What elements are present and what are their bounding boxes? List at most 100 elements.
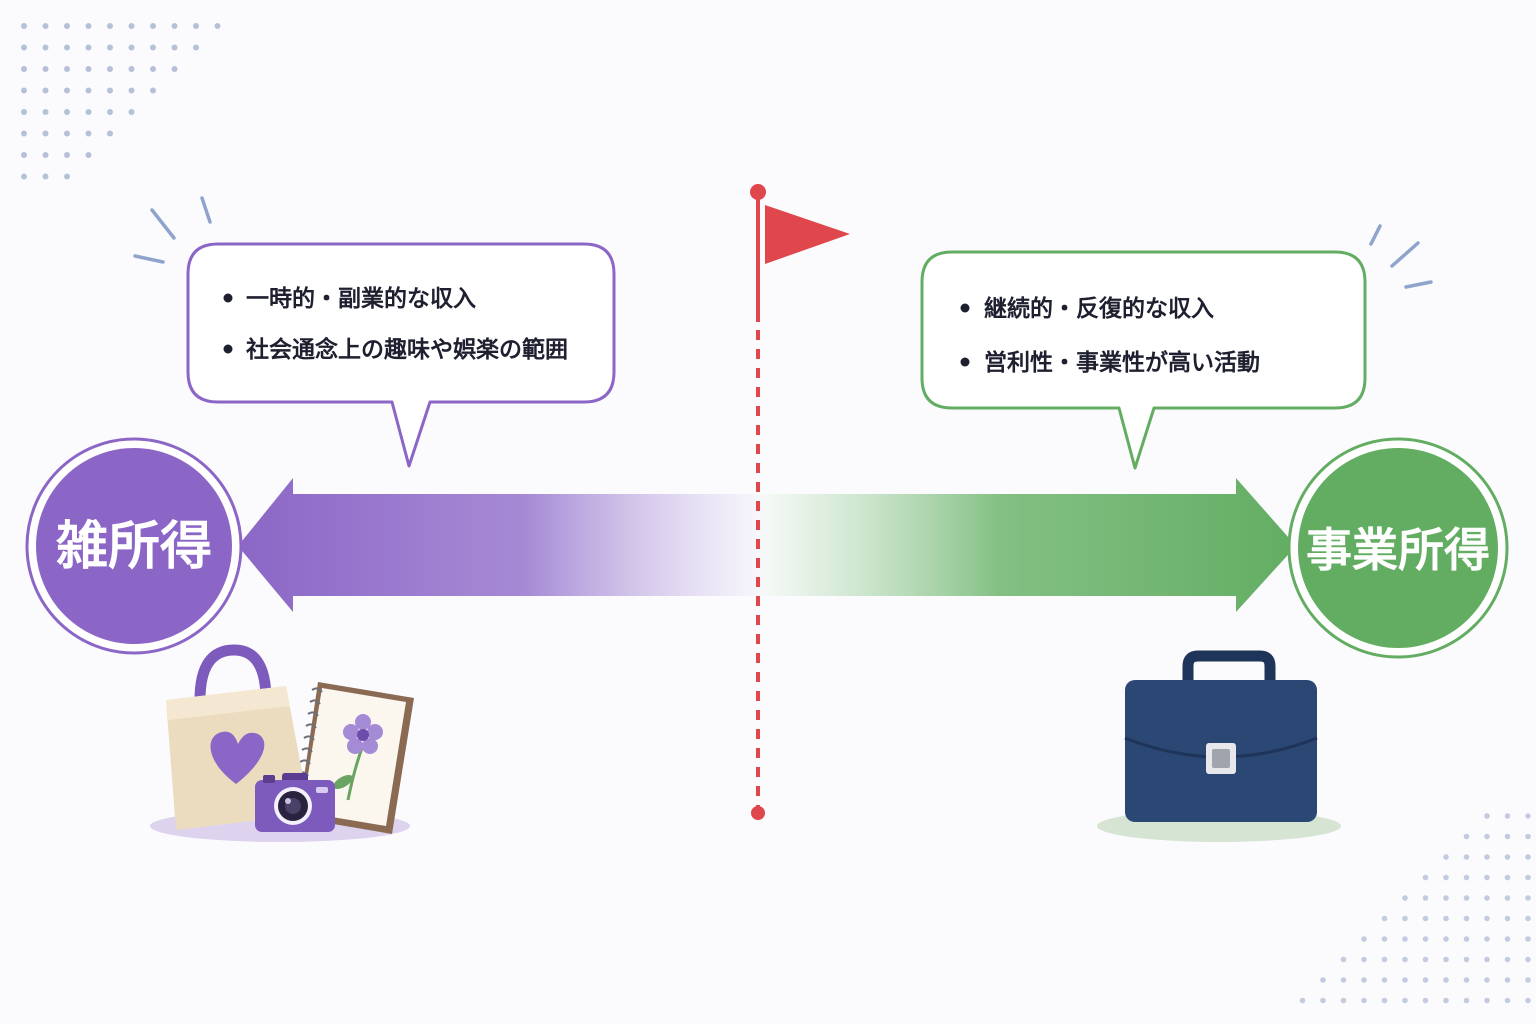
decorative-dot	[85, 130, 92, 137]
jigyou-speech-bubble: 継続的・反復的な収入 営利性・事業性が高い活動	[920, 250, 1367, 470]
decorative-dot	[1504, 997, 1511, 1004]
decorative-dot	[42, 173, 49, 180]
decorative-dot	[107, 130, 113, 137]
decorative-dot	[64, 109, 70, 115]
decorative-dot	[1484, 813, 1490, 819]
decorative-dot	[85, 66, 92, 72]
decorative-dot	[1484, 874, 1490, 881]
decorative-dot	[42, 23, 49, 29]
dot-pattern-top-left	[21, 23, 221, 180]
jigyou-bullet: 継続的・反復的な収入	[984, 295, 1214, 322]
decorative-dot	[1484, 833, 1490, 840]
decorative-dot	[1422, 956, 1429, 963]
decorative-dot	[1422, 874, 1429, 881]
decorative-dot	[21, 66, 27, 72]
decorative-dot	[1361, 977, 1367, 983]
decorative-dot	[1443, 977, 1449, 983]
decorative-dot	[1463, 854, 1470, 860]
decorative-dot	[1402, 956, 1408, 963]
decorative-dot	[1340, 977, 1347, 983]
decorative-dot	[85, 23, 92, 29]
decorative-dot	[128, 87, 135, 94]
decorative-dot	[64, 44, 70, 51]
decorative-dot	[1422, 977, 1429, 983]
emphasis-lines-left	[133, 196, 212, 264]
decorative-dot	[1504, 833, 1511, 840]
hobby-illustration	[150, 644, 414, 842]
decorative-dot	[1320, 997, 1326, 1004]
decorative-dot	[64, 152, 70, 158]
decorative-dot	[21, 87, 27, 94]
decorative-dot	[107, 109, 113, 115]
decorative-dot	[21, 130, 27, 137]
decorative-dot	[193, 44, 199, 51]
decorative-dot	[193, 23, 199, 29]
decorative-dot	[128, 109, 135, 115]
zatsu-bullet: 社会通念上の趣味や娯楽の範囲	[246, 336, 568, 363]
decorative-dot	[1525, 997, 1531, 1004]
decorative-dot	[1320, 977, 1326, 983]
zatsu-speech-bubble: 一時的・副業的な収入 社会通念上の趣味や娯楽の範囲	[186, 242, 616, 468]
decorative-dot	[1443, 915, 1449, 922]
decorative-dot	[1463, 977, 1470, 983]
decorative-dot	[21, 44, 27, 51]
decorative-dot	[1402, 977, 1408, 983]
decorative-dot	[150, 44, 156, 51]
decorative-dot	[1361, 997, 1367, 1004]
decorative-dot	[128, 66, 135, 72]
decorative-dot	[1463, 915, 1470, 922]
decorative-dot	[1463, 956, 1470, 963]
decorative-dot	[1504, 854, 1511, 860]
decorative-dot	[64, 87, 70, 94]
decorative-dot	[1340, 997, 1347, 1004]
decorative-dot	[42, 109, 49, 115]
decorative-dot	[1402, 915, 1408, 922]
decorative-dot	[1443, 956, 1449, 963]
decorative-dot	[1443, 895, 1449, 901]
decorative-dot	[128, 23, 135, 29]
decorative-dot	[1525, 833, 1531, 840]
zatsu-circle: 雑所得	[25, 437, 243, 655]
decorative-dot	[1525, 936, 1531, 942]
decorative-dot	[1504, 956, 1511, 963]
decorative-dot	[1484, 895, 1490, 901]
decorative-dot	[1299, 997, 1306, 1004]
decorative-dot	[1361, 956, 1367, 963]
zatsu-bullet: 一時的・副業的な収入	[246, 285, 476, 312]
camera-icon	[255, 773, 335, 832]
decorative-dot	[150, 87, 156, 94]
decorative-dot	[107, 23, 113, 29]
decorative-dot	[1484, 915, 1490, 922]
decorative-dot	[1402, 936, 1408, 942]
decorative-dot	[1422, 997, 1429, 1004]
decorative-dot	[107, 87, 113, 94]
decorative-dot	[1443, 874, 1449, 881]
decorative-dot	[1525, 977, 1531, 983]
decorative-dot	[171, 44, 178, 51]
decorative-dot	[1525, 895, 1531, 901]
decorative-dot	[171, 66, 178, 72]
jigyou-label: 事業所得	[1306, 523, 1490, 577]
decorative-dot	[1484, 997, 1490, 1004]
decorative-dot	[42, 130, 49, 137]
decorative-dot	[1402, 997, 1408, 1004]
decorative-dot	[1381, 977, 1388, 983]
decorative-dot	[1381, 936, 1388, 942]
briefcase-icon	[1097, 650, 1341, 842]
decorative-dot	[1484, 936, 1490, 942]
decorative-dot	[64, 23, 70, 29]
decorative-dot	[1525, 956, 1531, 963]
decorative-dot	[1463, 874, 1470, 881]
decorative-dot	[85, 44, 92, 51]
decorative-dot	[1361, 936, 1367, 942]
jigyou-arrow	[760, 478, 1296, 612]
decorative-dot	[107, 66, 113, 72]
emphasis-lines-right	[1369, 224, 1433, 289]
decorative-dot	[1525, 854, 1531, 860]
decorative-dot	[214, 23, 221, 29]
decorative-dot	[1504, 874, 1511, 881]
decorative-dot	[1525, 813, 1531, 819]
decorative-dot	[1525, 874, 1531, 881]
decorative-dot	[1463, 895, 1470, 901]
decorative-dot	[21, 152, 27, 158]
